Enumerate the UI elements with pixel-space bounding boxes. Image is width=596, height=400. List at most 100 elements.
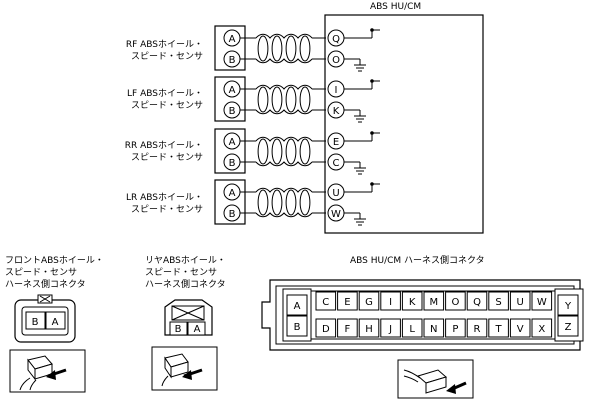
rear-pin-b: B <box>175 324 182 335</box>
twist-loop <box>271 189 283 216</box>
rr-sensor-group: AB EC <box>214 128 380 175</box>
twisted-wire-upper <box>255 84 313 90</box>
twisted-wire-upper <box>255 187 313 193</box>
module-pin-e-cell <box>337 291 358 311</box>
module-pin-g: G <box>365 297 373 308</box>
rr-sensor-pin-b: B <box>229 158 236 169</box>
twist-loop <box>299 189 311 216</box>
twist-loop <box>257 86 269 113</box>
module-pin-i-cell <box>380 291 401 311</box>
twist-loop <box>257 138 269 165</box>
rr-sensor-label-line2: スピード・センサ <box>130 153 203 163</box>
module-pin-b-cell <box>286 315 308 337</box>
front-connector-label-line3: ハーネス側コネクタ <box>5 280 86 290</box>
abs-module-box <box>324 14 484 234</box>
module-connector-view-icon <box>397 359 474 399</box>
rr-module-pin-e: E <box>333 137 339 148</box>
front-connector-drawing: B A <box>14 294 76 343</box>
lr-sensor-label-line1: LR ABSホイール・ <box>125 193 203 203</box>
module-pin-f: F <box>345 324 351 335</box>
module-pin-k-cell <box>401 291 423 311</box>
twisted-wire-lower <box>255 58 313 64</box>
module-pin-y-cell <box>557 294 579 316</box>
twist-loop <box>257 35 269 62</box>
twist-loop <box>285 86 297 113</box>
module-pin-i: I <box>389 297 392 308</box>
module-pin-e: E <box>344 297 350 308</box>
module-pin-s-cell <box>488 291 509 311</box>
twist-loop <box>257 189 269 216</box>
module-connector-label: ABS HU/CM ハーネス側コネクタ <box>350 256 485 266</box>
rr-module-pin-c: C <box>333 158 340 169</box>
lf-module-pin-i: I <box>335 85 338 96</box>
module-pin-g-cell <box>358 291 380 311</box>
rr-sensor-pin-a: A <box>229 137 236 148</box>
twist-loop <box>271 138 283 165</box>
rear-connector-drawing: B A <box>164 299 213 336</box>
rf-sensor-label-line1: RF ABSホイール・ <box>125 40 203 50</box>
module-pin-n-cell <box>423 318 445 338</box>
module-pin-c: C <box>322 297 329 308</box>
front-pin-b: B <box>32 317 39 328</box>
module-title: ABS HU/CM <box>370 2 422 12</box>
twisted-wire-lower <box>255 161 313 167</box>
module-pin-p: P <box>452 324 458 335</box>
module-pin-h-cell <box>358 318 380 338</box>
twist-loop <box>285 138 297 165</box>
module-pin-l: L <box>409 324 415 335</box>
module-pin-h: H <box>365 324 373 335</box>
twist-loop <box>285 35 297 62</box>
rear-connector-label-line3: ハーネス側コネクタ <box>145 280 226 290</box>
rf-module-pin-q: Q <box>332 34 340 45</box>
lr-sensor-label-line2: スピード・センサ <box>130 205 203 215</box>
module-pin-z: Z <box>565 322 572 333</box>
module-pin-f-cell <box>337 318 358 338</box>
module-pin-v-cell <box>509 318 531 338</box>
rr-sensor-label-line1: RR ABSホイール・ <box>124 141 203 151</box>
twisted-wire-lower <box>255 109 313 115</box>
module-pin-w-cell <box>531 291 553 311</box>
module-pin-t-cell <box>488 318 509 338</box>
lf-sensor-label-line2: スピード・センサ <box>130 101 203 111</box>
module-pin-p-cell <box>445 318 466 338</box>
module-pin-q: Q <box>473 297 481 308</box>
module-pin-o: O <box>451 297 459 308</box>
lf-module-pin-k: K <box>333 106 340 117</box>
module-pin-t: T <box>495 324 503 335</box>
module-pin-w: W <box>537 297 547 308</box>
module-pin-z-cell <box>557 315 579 337</box>
module-pin-a: A <box>294 301 301 312</box>
module-pin-j: J <box>388 324 392 335</box>
module-pin-n: N <box>430 324 437 335</box>
lf-sensor-pin-b: B <box>229 106 236 117</box>
front-connector-view-icon <box>9 349 86 393</box>
module-pin-u: U <box>517 297 524 308</box>
module-connector-drawing <box>261 279 584 351</box>
front-pin-a: A <box>52 317 59 328</box>
module-pin-b: B <box>294 322 301 333</box>
module-pin-s: S <box>495 297 501 308</box>
rf-sensor-label-line2: スピード・センサ <box>130 52 203 62</box>
rf-module-pin-o: O <box>332 55 340 66</box>
rear-pin-a: A <box>194 324 201 335</box>
twisted-wire-upper <box>255 33 313 39</box>
rear-connector-label-line2: スピード・センサ <box>145 268 218 278</box>
lr-module-pin-u: U <box>332 188 339 199</box>
lr-module-pin-w: W <box>331 209 341 220</box>
module-pin-d-cell <box>315 318 337 338</box>
front-connector-label-line2: スピード・センサ <box>5 268 78 278</box>
lf-sensor-pin-a: A <box>229 85 236 96</box>
twist-loop <box>271 86 283 113</box>
module-pin-x-cell <box>531 318 553 338</box>
twist-loop <box>299 35 311 62</box>
module-pin-r: R <box>474 324 481 335</box>
module-pin-j-cell <box>380 318 401 338</box>
twist-loop <box>271 35 283 62</box>
rf-sensor-pin-b: B <box>229 55 236 66</box>
module-pin-k: K <box>409 297 416 308</box>
module-pin-u-cell <box>509 291 531 311</box>
